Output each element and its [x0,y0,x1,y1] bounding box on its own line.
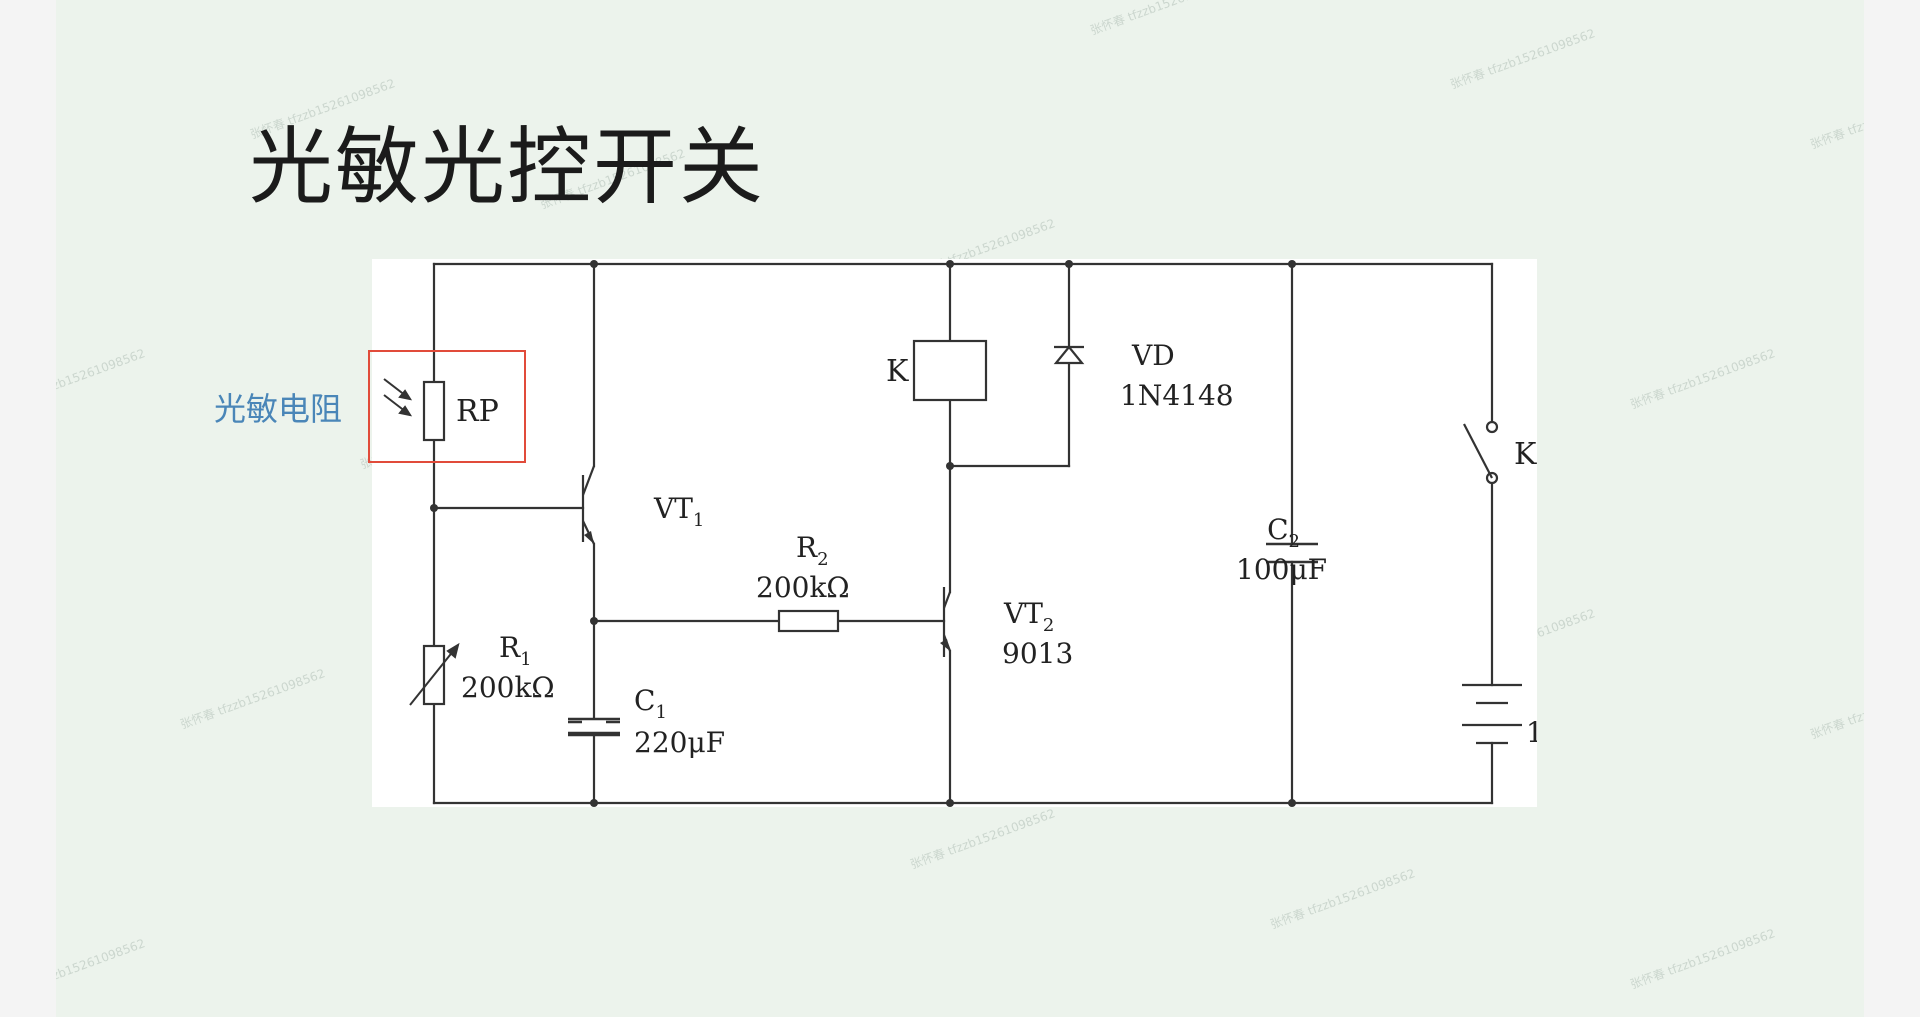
watermark: 张怀春 tfzzb15261098562 [56,936,147,1001]
vt2-emitter-arrow [940,639,950,651]
watermark: 张怀春 tfzzb15261098562 [56,346,147,411]
watermark: 张怀春 tfzzb15261098562 [908,806,1057,872]
vt1-emitter-arrow [584,531,594,544]
photoresistor-callout-label: 光敏电阻 [214,390,343,428]
battery-e [1462,683,1522,745]
label-c2: C2 [1267,513,1300,552]
watermark: 张怀春 tfzzb15261098562 [1808,676,1864,742]
watermark: 张怀春 tfzzb15261098562 [178,666,327,732]
junction-dots [430,260,1296,807]
circuit-svg: RP VT1 R1 200kΩ C1 220μF R2 200kΩ K VD 1… [383,260,1537,807]
watermark: 张怀春 tfzzb15261098562 [1628,926,1777,992]
switch-contact [1485,420,1499,434]
diode-vd [1053,345,1085,365]
label-c1: C1 [634,684,667,723]
label-vt1: VT1 [653,492,704,531]
watermark: 张怀春 tfzzb15261098562 [1448,26,1597,92]
watermark: 张怀春 tfzzb15261098562 [1268,866,1417,932]
label-r2: R2 [796,531,829,570]
adjust-arrow-icon [409,642,460,706]
c1-gap [582,719,606,732]
relay-k [912,339,988,402]
photoresistor-rp [422,380,446,442]
slide: 张怀春 tfzzb15261098562 张怀春 tfzzb1526109856… [56,0,1864,1017]
label-switch-k: K [1514,437,1537,472]
photoresistor-highlight-box [368,350,526,463]
label-c2-value: 100μF [1236,553,1327,586]
label-rp: RP [456,394,499,429]
light-arrows-icon [383,378,413,417]
label-vt2-model: 9013 [1002,637,1073,670]
label-vt2: VT2 [1003,597,1054,636]
label-r1-value: 200kΩ [461,671,555,704]
page-title: 光敏光控开关 [249,118,766,216]
label-e-value: 12V [1526,716,1537,749]
label-r1: R1 [499,631,532,670]
watermark: 张怀春 tfzzb15261098562 [1808,86,1864,152]
transistor-vt1 [581,465,596,545]
circuit-diagram: RP VT1 R1 200kΩ C1 220μF R2 200kΩ K VD 1… [372,259,1537,807]
label-vd: VD [1131,339,1175,372]
resistor-r2 [777,609,840,633]
label-relay-k: K [886,354,909,389]
label-r2-value: 200kΩ [756,571,850,604]
label-vd-model: 1N4148 [1120,379,1234,412]
label-c1-value: 220μF [634,726,725,759]
watermark: 张怀春 tfzzb15261098562 [1088,0,1237,38]
capacitor-c2 [1266,542,1318,564]
switch-lever [1463,423,1493,479]
watermark: 张怀春 tfzzb15261098562 [1628,346,1777,412]
capacitor-c1-plates [568,717,620,735]
